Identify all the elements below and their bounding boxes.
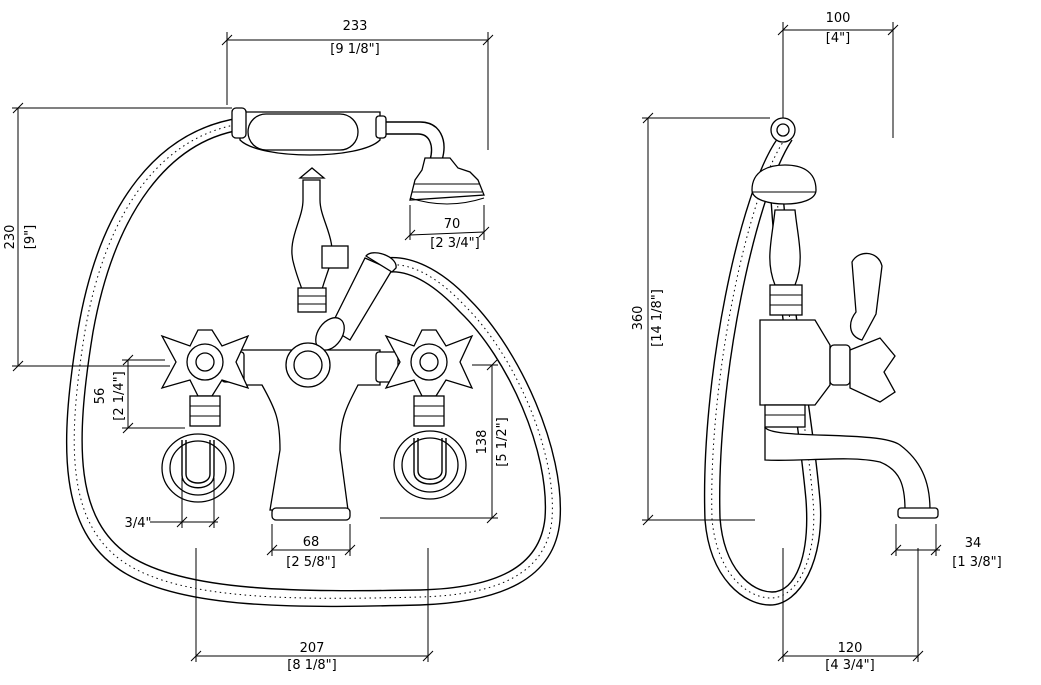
dim-233-mm: 233 [343,19,368,34]
front-right-inlet [393,430,467,500]
front-hose-ribs [73,123,553,599]
dim-138-in: [5 1/2"] [495,417,510,466]
dim-68-mm: 68 [303,535,320,550]
side-body [759,319,831,406]
dim-56-in: [2 1/4"] [112,371,127,420]
front-view: 233 [9 1/8"] 230 [9"] 70 [2 3/4"] 56 [2 … [3,19,562,673]
front-right-cross-handle [384,329,474,427]
dim-230-mm: 230 [3,225,18,250]
front-hose-inner [81,129,547,592]
dim-inlet: 3/4" [125,516,152,531]
dim-207-in: [8 1/8"] [287,658,336,673]
front-left-inlet [161,433,235,503]
dim-120-mm: 120 [838,641,863,656]
front-hose-outer [65,117,562,608]
side-view: 100 [4"] 360 [14 1/8"] 34 [1 3/8"] 120 [… [631,11,1002,673]
dim-230-in: [9"] [23,225,38,249]
side-spout [764,426,931,511]
dim-70-mm: 70 [444,217,461,232]
front-left-cross-handle [160,329,250,427]
dim-100-mm: 100 [826,11,851,26]
front-dimension-lines [12,32,498,662]
dim-56-mm: 56 [93,388,108,405]
front-handset [231,107,485,205]
dim-138-mm: 138 [475,430,490,455]
dim-68-in: [2 5/8"] [286,555,335,570]
dim-233-in: [9 1/8"] [330,42,379,57]
dim-360-in: [14 1/8"] [650,289,665,347]
side-dimension-lines [642,22,942,662]
dim-100-in: [4"] [826,31,850,46]
dim-120-in: [4 3/4"] [825,658,874,673]
side-handle [849,337,896,403]
dim-34-in: [1 3/8"] [952,555,1001,570]
dim-360-mm: 360 [631,306,646,331]
front-stem-nut [297,287,327,313]
dim-34-mm: 34 [965,536,982,551]
side-stem [769,209,801,286]
dim-207-mm: 207 [300,641,325,656]
side-lever [850,252,883,341]
front-stem [291,179,333,291]
dim-70-in: [2 3/4"] [430,236,479,251]
front-diverter-lever [315,252,397,351]
